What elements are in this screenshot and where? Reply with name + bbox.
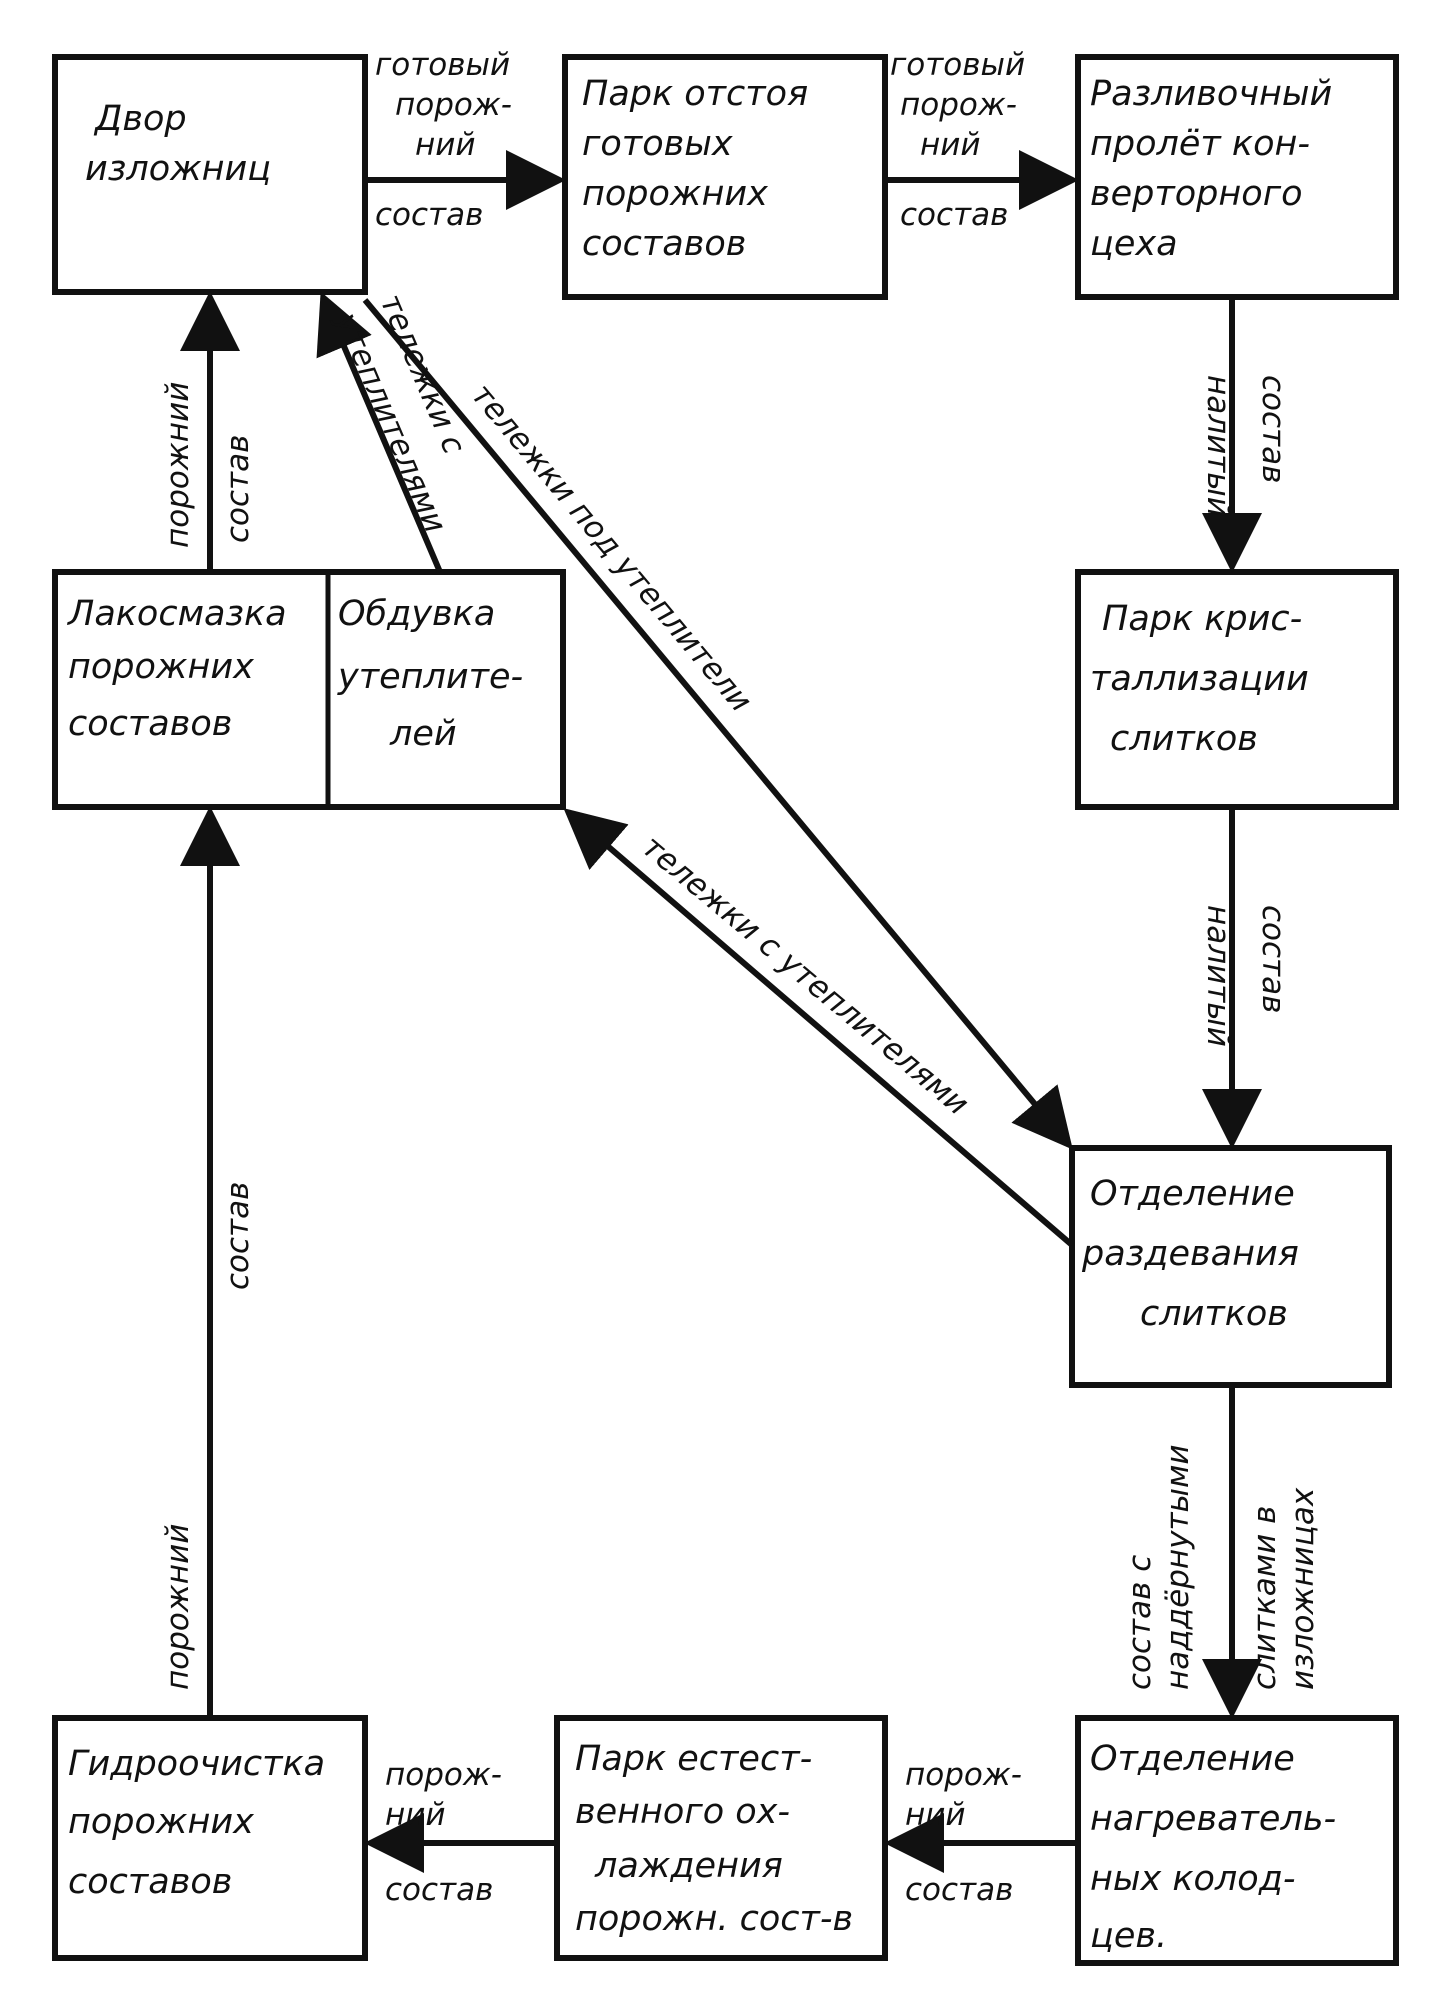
node-park-kristallizacii-text: Парк крис- таллизации слитков — [1090, 599, 1320, 759]
node-dvor-text: Двор изложниц — [85, 99, 271, 189]
label-park-to-razliv: готовый порож- ний состав — [890, 47, 1035, 233]
arrow-razdev-to-obduvka — [563, 808, 1074, 1248]
node-dvor: Двор изложниц — [52, 54, 368, 295]
label-obduvka-to-dvor: тележки с утеплителями — [328, 288, 497, 538]
node-park-otstoya-text: Парк отстоя готовых порожних составов — [582, 74, 819, 264]
label-kolodcy-to-ohl: порож- ний состав — [905, 1757, 1032, 1908]
node-lakos-obduvka: Лакосмазка порожних составов Обдувка уте… — [52, 569, 566, 810]
node-park-otstoya: Парк отстоя готовых порожних составов — [562, 54, 888, 300]
node-obduvka-text: Обдувка утеплите- лей — [337, 594, 534, 754]
node-lakosmazka-text: Лакосмазка порожних составов — [66, 594, 298, 744]
node-lakos-obduvka-box — [52, 569, 566, 810]
node-park-ohlazhdeniya-text: Парк естест- венного ох- лаждения порожн… — [575, 1739, 853, 1939]
label-razdev-to-kolodcy: состав с наддёрнутыми слитками в изложни… — [1122, 1435, 1321, 1690]
label-krist-to-razdev: налитый состав — [1200, 905, 1291, 1057]
node-razlivochny-text: Разливочный пролёт кон- верторного цеха — [1090, 74, 1343, 264]
node-park-ohlazhdeniya: Парк естест- венного ох- лаждения порожн… — [554, 1715, 888, 1961]
arrow-obduvka-to-dvor — [316, 291, 443, 574]
node-gidroochistka-text: Гидроочистка порожних составов — [68, 1744, 336, 1902]
node-razdevanie-text: Отделение раздевания слитков — [1081, 1174, 1310, 1334]
label-lakos-to-dvor: порожний состав — [160, 372, 256, 548]
node-kolodcy-text: Отделение нагреватель- ных колод- цев. — [1090, 1739, 1347, 1956]
label-ohl-to-gidro: порож- ний состав — [385, 1757, 512, 1908]
label-dvor-to-park: готовый порож- ний состав — [375, 47, 522, 233]
label-razliv-to-krist: налитый состав — [1200, 375, 1291, 527]
node-kolodcy: Отделение нагреватель- ных колод- цев. — [1075, 1715, 1399, 1966]
arrow-dvor-to-razdev — [362, 298, 1073, 1150]
node-park-kristallizacii: Парк крис- таллизации слитков — [1075, 569, 1399, 810]
node-razlivochny: Разливочный пролёт кон- верторного цеха — [1075, 54, 1399, 300]
node-gidroochistka: Гидроочистка порожних составов — [52, 1715, 368, 1961]
label-gidro-to-lakos: порожний состав — [160, 1182, 256, 1690]
node-razdevanie: Отделение раздевания слитков — [1069, 1145, 1392, 1388]
